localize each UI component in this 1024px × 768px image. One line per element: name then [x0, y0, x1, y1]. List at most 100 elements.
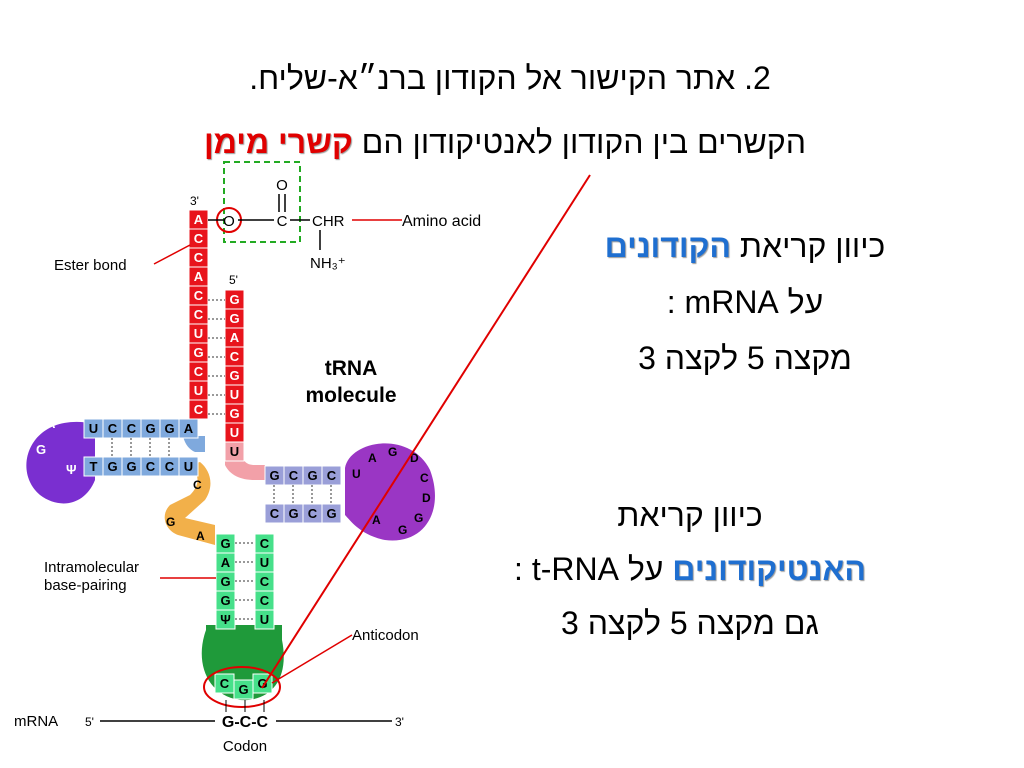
acceptor-right-base-0: G — [224, 289, 245, 310]
svg-text:U: U — [260, 555, 269, 570]
variable-base-2: A — [196, 529, 205, 543]
svg-text:G: G — [220, 536, 230, 551]
svg-text:G: G — [288, 506, 298, 521]
anticodon-highlight — [203, 666, 281, 708]
svg-text:C: C — [194, 402, 204, 417]
d-arm-bottom-base-0: T — [83, 456, 104, 477]
anticodon-left-base-2: G — [215, 571, 236, 592]
svg-text:C: C — [308, 506, 318, 521]
svg-text:Ψ: Ψ — [220, 612, 231, 627]
codon-reading-block: כיוון קריאת הקודונים על mRNA : מקצה 5 לק… — [530, 218, 960, 386]
t-loop-base-6: G — [414, 511, 423, 525]
acceptor-linker-base: U — [224, 441, 245, 462]
chem-o-carbonyl: O — [276, 177, 288, 194]
svg-text:U: U — [89, 421, 98, 436]
t-loop-base-7: G — [398, 523, 407, 537]
svg-text:C: C — [127, 421, 137, 436]
acceptor-right-base-3: C — [224, 346, 245, 367]
anticodon-reading-line-1: כיוון קריאת — [617, 497, 763, 533]
svg-text:C: C — [194, 250, 204, 265]
trna-label-line-2: molecule — [305, 384, 396, 407]
t-arm-bottom-base-3: G — [321, 503, 342, 524]
d-arm-bottom-base-4: C — [159, 456, 180, 477]
acceptor-right-base-1: G — [224, 308, 245, 329]
mrna-5prime: 5' — [85, 715, 94, 729]
svg-text:C: C — [270, 506, 280, 521]
d-arm-top-base-0: U — [83, 418, 104, 439]
svg-text:G: G — [220, 593, 230, 608]
svg-text:C: C — [165, 459, 175, 474]
svg-text:G: G — [229, 311, 239, 326]
d-loop-base-3: Ψ — [66, 462, 77, 477]
d-loop-base-2: G — [36, 442, 46, 457]
svg-text:U: U — [230, 425, 239, 440]
t-loop-base-5: D — [422, 491, 431, 505]
acceptor-right-base-6: G — [224, 403, 245, 424]
codons-term: הקודונים — [604, 228, 732, 264]
svg-text:U: U — [184, 459, 193, 474]
t-loop — [345, 443, 435, 541]
svg-text:G: G — [326, 506, 336, 521]
label-5prime: 5' — [229, 273, 238, 287]
svg-text:A: A — [221, 555, 231, 570]
acceptor-left-base-5: C — [188, 304, 209, 325]
d-loop-base-0: A — [46, 416, 56, 431]
svg-text:A: A — [230, 330, 240, 345]
heading-line-2-text: הקשרים בין הקודון לאנטיקודון הם — [352, 124, 807, 160]
codon-sequence: G-C-C — [222, 714, 269, 731]
t-loop-base-2: G — [388, 445, 397, 459]
svg-text:T: T — [90, 459, 98, 474]
svg-text:G: G — [238, 682, 248, 697]
anticodon-reading-line-2: האנטיקודונים על t-RNA : — [514, 551, 866, 587]
anticodons-term: האנטיקודונים — [672, 551, 866, 587]
d-loop-base-1: U — [68, 406, 77, 421]
svg-text:C: C — [260, 593, 270, 608]
t-loop-base-4: C — [420, 471, 429, 485]
t-arm-bottom-base-0: C — [264, 503, 285, 524]
svg-text:A: A — [194, 212, 204, 227]
anticodon-pointer — [271, 634, 353, 684]
svg-text:G: G — [193, 345, 203, 360]
mrna-label: mRNA — [14, 713, 58, 730]
svg-text:U: U — [260, 612, 269, 627]
svg-text:C: C — [108, 421, 118, 436]
svg-text:G: G — [126, 459, 136, 474]
d-arm-bottom-base-2: G — [121, 456, 142, 477]
d-arm-top-base-2: C — [121, 418, 142, 439]
svg-text:U: U — [194, 326, 203, 341]
svg-text:C: C — [194, 364, 204, 379]
acceptor-left-base-4: C — [188, 285, 209, 306]
d-arm-top-base-1: C — [102, 418, 123, 439]
d-arm-bottom-base-1: G — [102, 456, 123, 477]
codon-label: Codon — [223, 738, 267, 755]
svg-text:G: G — [220, 574, 230, 589]
svg-text:U: U — [230, 444, 239, 459]
d-arm-top-base-5: A — [178, 418, 199, 439]
acceptor-left-base-9: U — [188, 380, 209, 401]
d-loop — [26, 421, 95, 504]
svg-text:C: C — [230, 349, 240, 364]
ester-bond-label: Ester bond — [54, 257, 127, 274]
anticodon-reading-block: כיוון קריאת האנטיקודונים על t-RNA : גם מ… — [410, 488, 970, 650]
svg-text:C: C — [289, 468, 299, 483]
svg-text:C: C — [194, 307, 204, 322]
svg-text:C: C — [327, 468, 337, 483]
chem-chr: CHR — [312, 213, 345, 230]
acceptor-right-base-4: G — [224, 365, 245, 386]
svg-text:G: G — [229, 406, 239, 421]
anticodon-left-base-1: A — [215, 552, 236, 573]
acceptor-left-base-10: C — [188, 399, 209, 420]
acceptor-left-base-8: C — [188, 361, 209, 382]
acceptor-right-base-5: U — [224, 384, 245, 405]
svg-text:G: G — [164, 421, 174, 436]
svg-text:G: G — [229, 292, 239, 307]
intramolecular-label-1: Intramolecular — [44, 559, 139, 576]
acceptor-right-base-2: A — [224, 327, 245, 348]
anticodon-reading-line-3: גם מקצה 5 לקצה 3 — [561, 605, 819, 641]
svg-text:A: A — [184, 421, 194, 436]
svg-text:U: U — [194, 383, 203, 398]
t-loop-base-3: D — [410, 451, 419, 465]
heading-line-2: הקשרים בין הקודון לאנטיקודון הם קשרי מימ… — [40, 124, 970, 161]
variable-base-1: G — [166, 515, 175, 529]
